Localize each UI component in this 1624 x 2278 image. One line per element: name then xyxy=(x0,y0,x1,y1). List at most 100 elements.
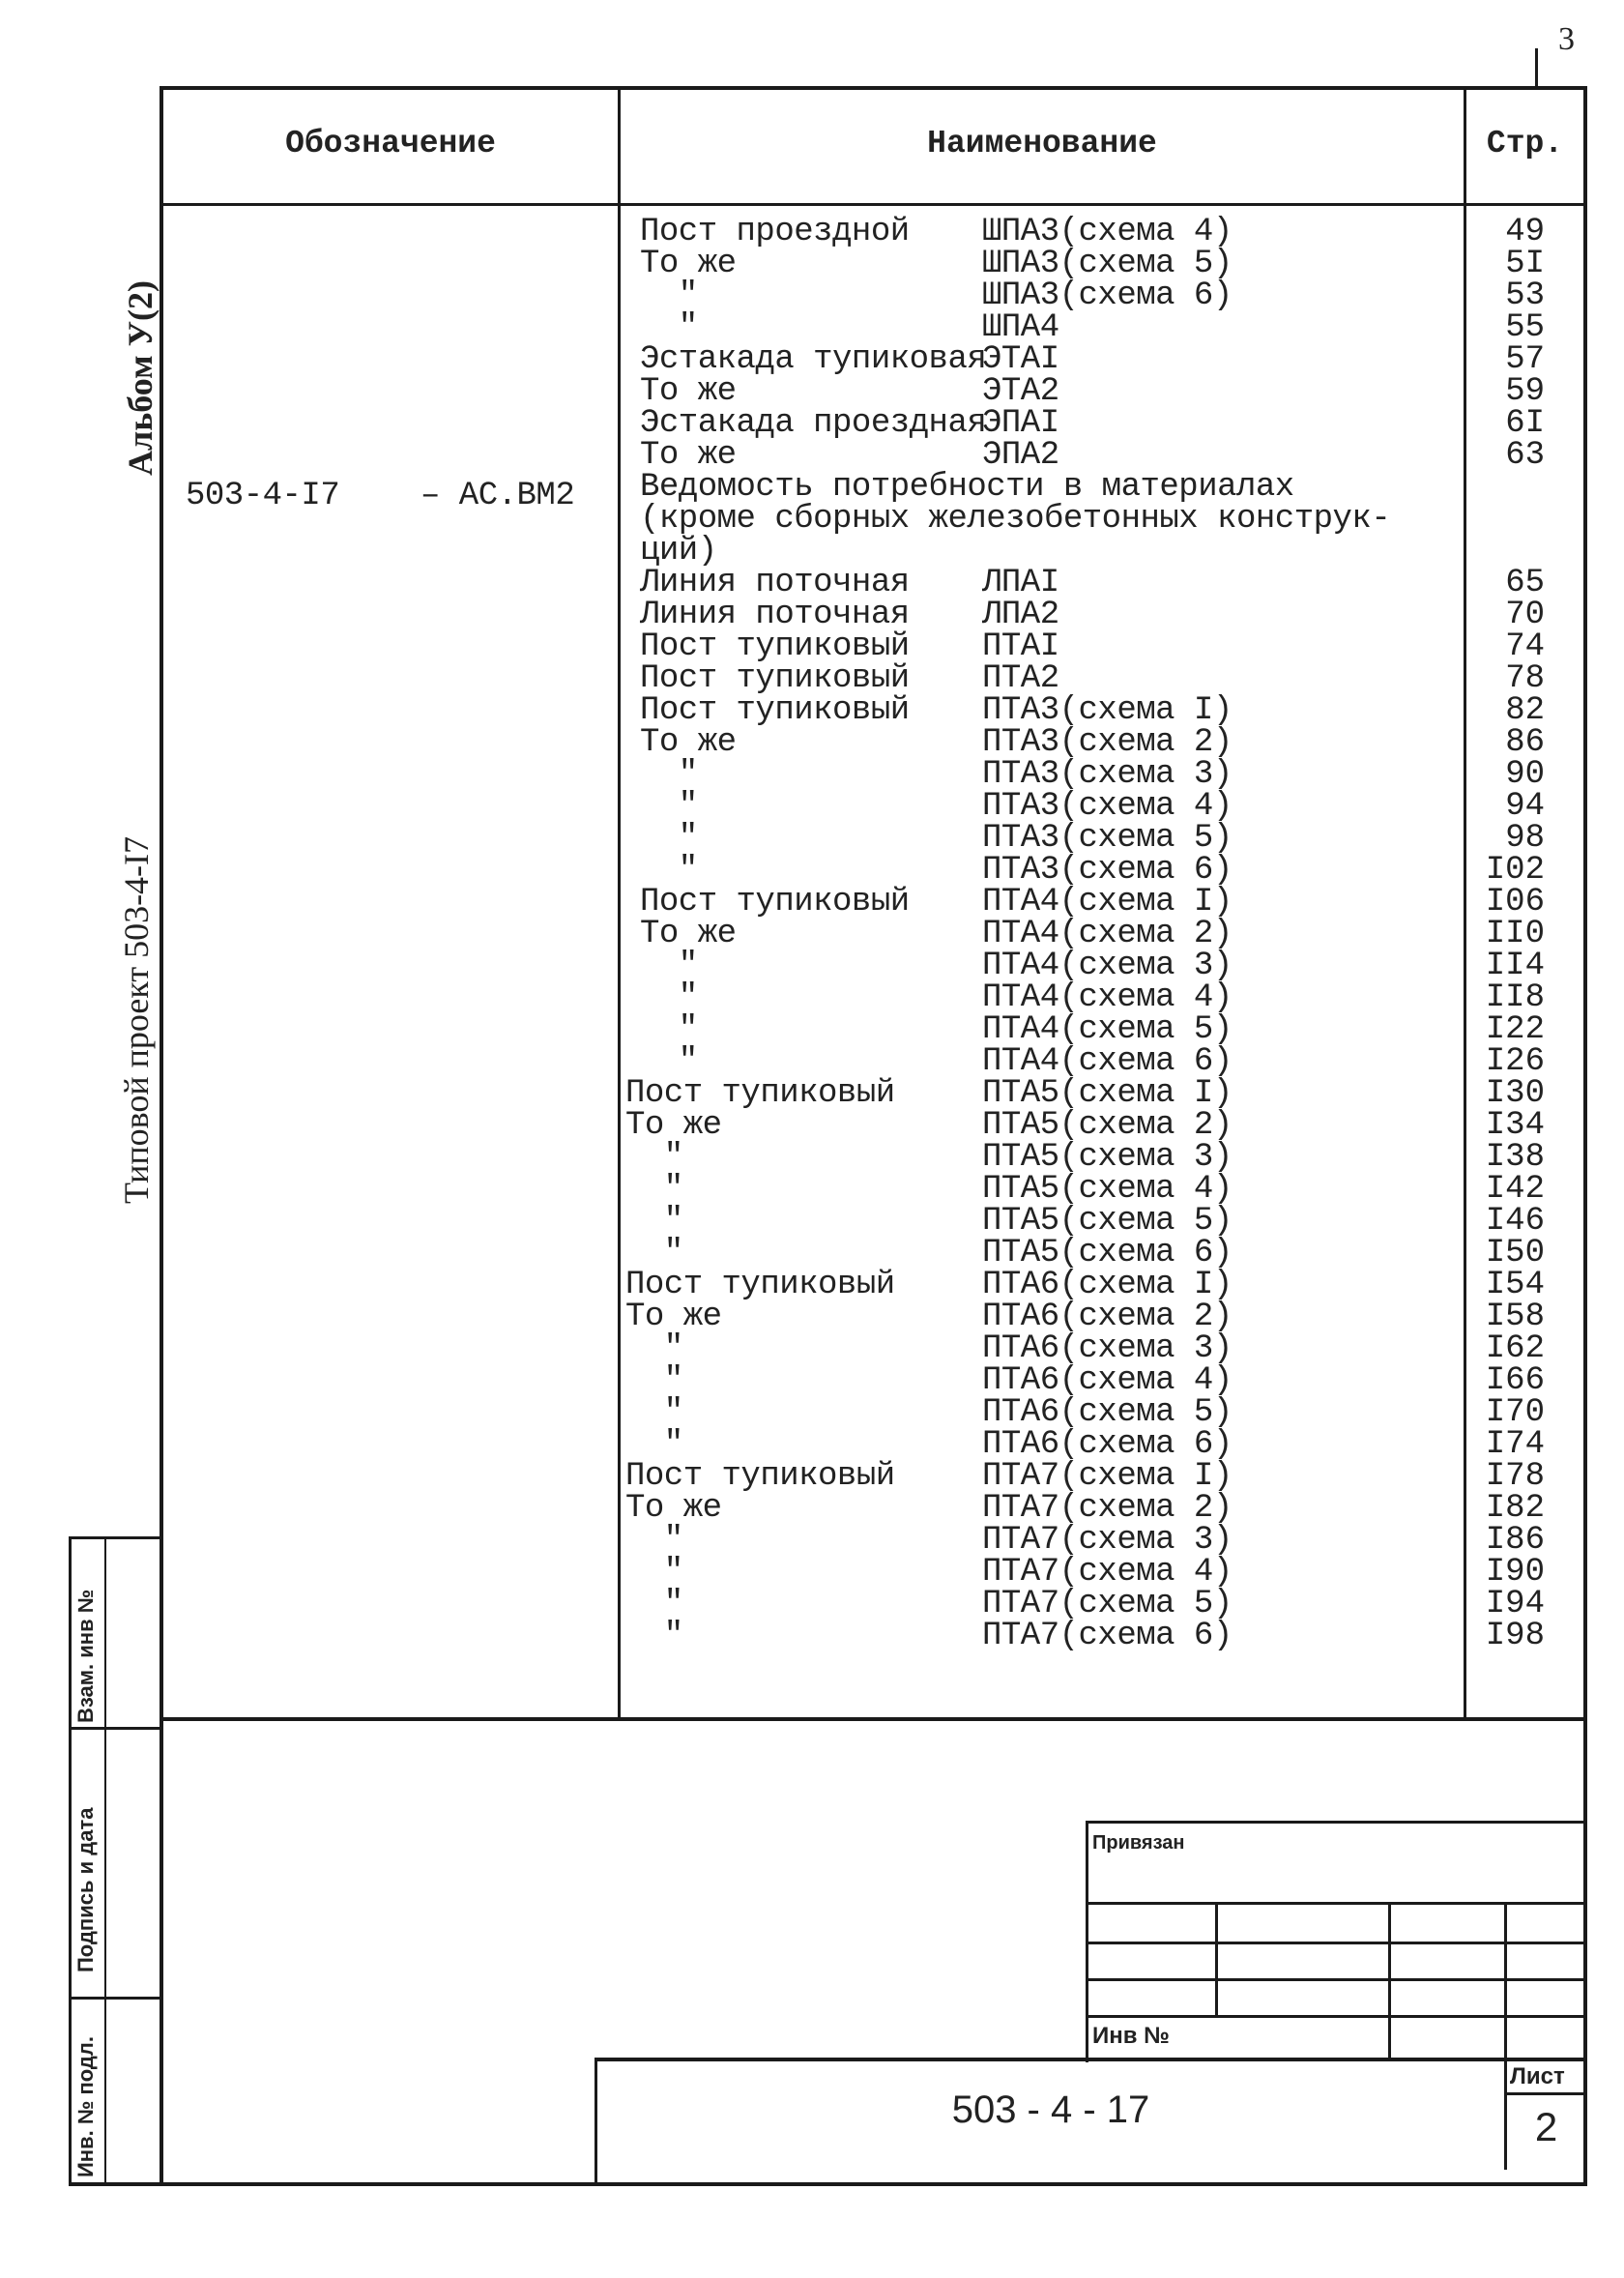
header-name: Наименование xyxy=(927,126,1157,161)
tb-line xyxy=(1388,1902,1391,2059)
row-mark: ЭПАI xyxy=(982,405,1059,442)
side-project: Типовой проект 503-4-I7 xyxy=(117,835,156,1204)
row-page: 94 xyxy=(1505,788,1545,825)
row-name: " xyxy=(640,1011,698,1048)
row-mark: ЭТА2 xyxy=(982,373,1059,410)
row-mark: ПТА5(схема 3) xyxy=(982,1139,1232,1176)
row-mark: ПТА7(схема 4) xyxy=(982,1554,1232,1591)
row-page: 6I xyxy=(1505,405,1545,442)
row-mark: ПТА6(схема 6) xyxy=(982,1426,1232,1463)
row-name: То же xyxy=(625,1490,722,1527)
row-mark: ПТА6(схема 4) xyxy=(982,1362,1232,1399)
row-name: Пост тупиковый xyxy=(625,1458,895,1495)
row-name: То же xyxy=(640,916,737,952)
row-name: Ведомость потребности в материалах xyxy=(640,469,1294,506)
row-page: I82 xyxy=(1485,1490,1545,1527)
row-name: " xyxy=(625,1394,683,1431)
row-name: Эстакада тупиковая xyxy=(640,341,987,378)
row-mark: ПТА5(схема 6) xyxy=(982,1235,1232,1271)
row-page: 59 xyxy=(1505,373,1545,410)
row-name: То же xyxy=(625,1299,722,1335)
tb-line xyxy=(1504,2092,1585,2095)
row-mark: ПТА4(схема 6) xyxy=(982,1043,1232,1080)
row-name: Пост тупиковый xyxy=(640,628,910,665)
frame-bottom xyxy=(69,2182,1587,2186)
stamp-inv-podl: Инв. № подл. xyxy=(73,2036,98,2177)
row-name: Линия поточная xyxy=(640,597,910,633)
header-designation: Обозначение xyxy=(285,126,496,161)
row-page: I30 xyxy=(1485,1075,1545,1112)
tb-list-number: 2 xyxy=(1534,2104,1558,2149)
row-name: " xyxy=(625,1554,683,1591)
row-name: Пост проездной xyxy=(640,214,910,250)
row-page: I66 xyxy=(1485,1362,1545,1399)
row-name: " xyxy=(640,852,698,889)
row-page: 74 xyxy=(1505,628,1545,665)
row-mark: ПТА2 xyxy=(982,660,1059,697)
row-mark: ШПА4 xyxy=(982,309,1059,346)
stamp-strip-div1 xyxy=(69,1727,161,1730)
row-name: То же xyxy=(640,373,737,410)
row-page: I94 xyxy=(1485,1586,1545,1622)
row-page: 65 xyxy=(1505,565,1545,601)
col-divider-2 xyxy=(1464,86,1466,1720)
row-name: " xyxy=(625,1426,683,1463)
tb-line xyxy=(594,2058,1585,2061)
tb-line xyxy=(1086,1821,1585,1824)
row-page: 78 xyxy=(1505,660,1545,697)
row-page: 57 xyxy=(1505,341,1545,378)
row-mark: ПТА5(схема 5) xyxy=(982,1203,1232,1240)
tb-doc-code: 503 - 4 - 17 xyxy=(951,2088,1150,2131)
row-mark: ПТА7(схема I) xyxy=(982,1458,1232,1495)
row-name: " xyxy=(640,309,698,346)
row-page: I06 xyxy=(1485,884,1545,920)
tb-line xyxy=(1504,1902,1507,2170)
row-name: " xyxy=(640,756,698,793)
row-page: II8 xyxy=(1485,979,1545,1016)
row-mark: ПТА3(схема 6) xyxy=(982,852,1232,889)
row-name: " xyxy=(640,788,698,825)
row-page: I58 xyxy=(1485,1299,1545,1335)
row-name: (кроме сборных железобетонных конструк- xyxy=(640,501,1391,538)
row-mark: ПТАI xyxy=(982,628,1059,665)
row-name: " xyxy=(640,948,698,984)
row-name: " xyxy=(625,1362,683,1399)
row-name: " xyxy=(625,1235,683,1271)
row-page: II0 xyxy=(1485,916,1545,952)
row-name: Линия поточная xyxy=(640,565,910,601)
row-page: 86 xyxy=(1505,724,1545,761)
tb-list-label: Лист xyxy=(1510,2063,1565,2089)
row-page: I62 xyxy=(1485,1330,1545,1367)
row-mark: ЭТАI xyxy=(982,341,1059,378)
row-mark: ПТА4(схема 2) xyxy=(982,916,1232,952)
stamp-vzam: Взам. инв № xyxy=(73,1589,98,1723)
row-mark: ПТА7(схема 6) xyxy=(982,1618,1232,1654)
row-mark: ШПА3(схема 5) xyxy=(982,246,1232,282)
side-album: Альбом У(2) xyxy=(121,280,160,476)
row-name: " xyxy=(625,1171,683,1208)
row-mark: ПТА7(схема 2) xyxy=(982,1490,1232,1527)
sheet-corner-number: 3 xyxy=(1558,21,1575,57)
tb-line xyxy=(1086,1902,1585,1905)
row-mark: ПТА3(схема 3) xyxy=(982,756,1232,793)
row-page: I34 xyxy=(1485,1107,1545,1144)
row-mark: ПТА6(схема 5) xyxy=(982,1394,1232,1431)
table-bottom xyxy=(161,1717,1585,1721)
row-mark: ЛПА2 xyxy=(982,597,1059,633)
row-name: ций) xyxy=(640,533,717,570)
tb-line xyxy=(1086,1978,1585,1981)
tb-privyazan: Привязан xyxy=(1092,1832,1185,1854)
frame-right xyxy=(1583,86,1587,2186)
row-name: " xyxy=(640,277,698,314)
row-page: 55 xyxy=(1505,309,1545,346)
row-mark: ПТА4(схема 3) xyxy=(982,948,1232,984)
row-name: " xyxy=(625,1586,683,1622)
col-divider-1 xyxy=(618,86,621,1720)
row-name: " xyxy=(625,1618,683,1654)
row-name: Пост тупиковый xyxy=(625,1267,895,1303)
row-page: I90 xyxy=(1485,1554,1545,1591)
row-page: I46 xyxy=(1485,1203,1545,1240)
row-mark: ПТА6(схема 3) xyxy=(982,1330,1232,1367)
row-page: I42 xyxy=(1485,1171,1545,1208)
tb-line xyxy=(1086,1942,1585,1944)
